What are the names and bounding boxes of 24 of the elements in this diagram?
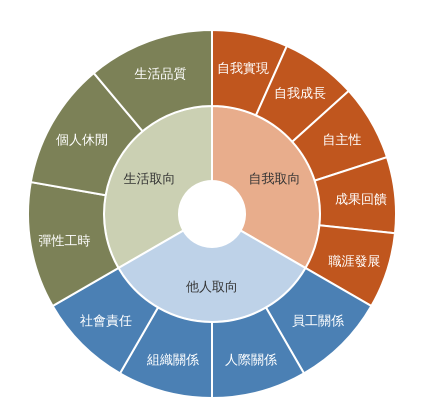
inner-ring-segment [211,105,321,269]
outer-ring-segment [211,306,305,399]
segment-label: 自我取向 [248,172,300,187]
segment-label: 人際關係 [224,352,277,368]
outer-ring-segment [27,181,120,307]
segment-label: 自我成長 [274,86,326,102]
outer-ring-segment [52,267,159,374]
segment-label: 員工關係 [292,314,344,330]
segment-label: 社會責任 [80,314,132,330]
segment-label: 他人取向 [186,280,238,295]
outer-ring-segment [304,224,396,307]
segment-label: 生活取向 [124,172,176,187]
outer-ring-segment [265,267,372,374]
segment-label: 成果回饋 [335,192,388,208]
outer-ring-segment [92,29,213,132]
segment-label: 彈性工時 [38,234,90,250]
segment-label: 個人休閒 [56,133,108,148]
segment-label: 生活品質 [134,67,187,82]
segment-label: 組織關係 [147,352,200,368]
segment-label: 自我實現 [217,61,270,76]
outer-ring-segment [119,306,213,399]
segment-label: 自主性 [322,133,362,148]
segment-label: 職涯發展 [328,254,381,270]
outer-ring-segment [314,156,397,234]
